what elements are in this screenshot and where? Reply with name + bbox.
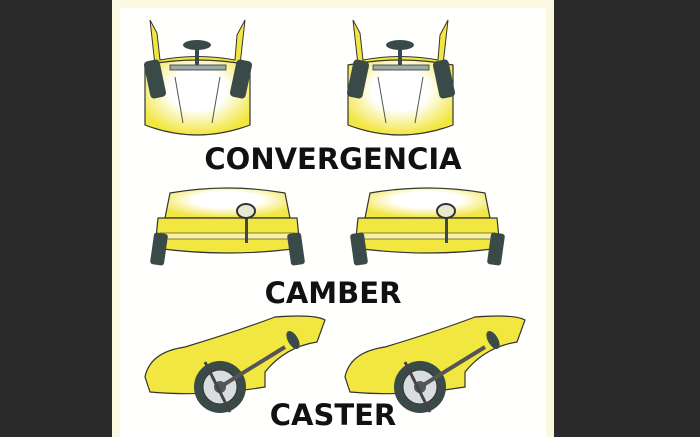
camber-label: CAMBER [264,276,402,310]
positive-camber-car [150,187,305,266]
toe-label: CONVERGENCIA [204,142,462,176]
toe-out-car [346,19,456,136]
caster-label: CASTER [269,398,397,432]
toe-in-car [143,19,253,136]
negative-camber-car [350,187,505,266]
